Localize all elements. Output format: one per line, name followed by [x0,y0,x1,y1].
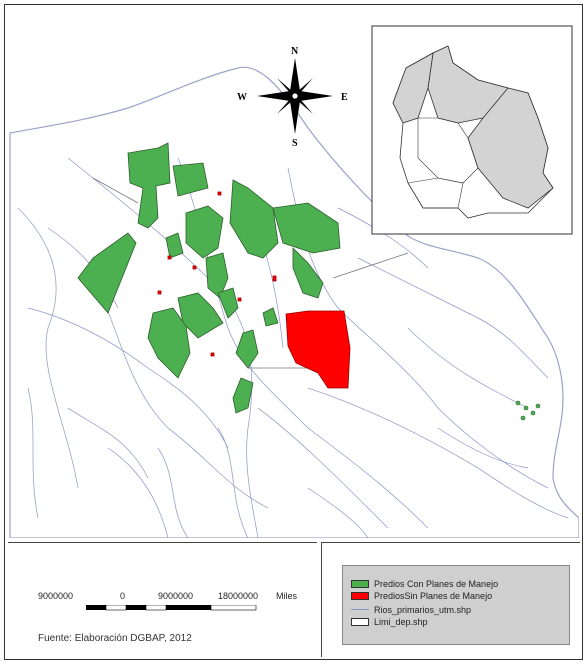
compass-south: S [292,138,298,149]
legend-swatch-red [351,591,369,600]
legend: Predios Con Planes de Manejo PrediosSin … [342,565,570,645]
map-frame [4,4,583,660]
legend-label: PrediosSin Planes de Manejo [374,590,493,601]
scale-panel: 9000000 0 9000000 18000000 Miles Fuente:… [8,542,317,657]
legend-line-rivers [351,609,369,610]
compass-rose-icon: N S E W [237,46,348,149]
legend-label: Rios_primarios_utm.shp [374,604,472,615]
scale-unit: Miles [276,591,298,601]
scale-label-3: 9000000 [158,591,194,601]
legend-item: Rios_primarios_utm.shp [351,604,471,615]
internal-boundaries [17,207,569,539]
parcels-with-plans [77,142,341,414]
compass-west: W [237,92,247,103]
legend-item: Predios Con Planes de Manejo [351,578,498,589]
map-panel: N S E W [8,8,580,539]
legend-item: Limi_dep.shp [351,616,428,627]
main-map: N S E W [9,25,580,539]
legend-label: Predios Con Planes de Manejo [374,578,499,589]
legend-panel: Predios Con Planes de Manejo PrediosSin … [321,542,580,657]
legend-swatch-boundary [351,617,369,626]
compass-north: N [291,46,299,57]
legend-label: Limi_dep.shp [374,616,428,627]
scale-label-1: 9000000 [38,591,74,601]
parcels-east [515,400,541,421]
scale-label-2: 0 [120,591,126,601]
legend-swatch-green [351,579,369,588]
scale-label-4: 18000000 [218,591,259,601]
source-note: Fuente: Elaboración DGBAP, 2012 [38,633,192,644]
compass-east: E [341,92,348,103]
inset-map [371,25,573,235]
legend-item: PrediosSin Planes de Manejo [351,590,492,601]
scale-bar [86,605,257,611]
parcels-without-plans [157,191,351,389]
